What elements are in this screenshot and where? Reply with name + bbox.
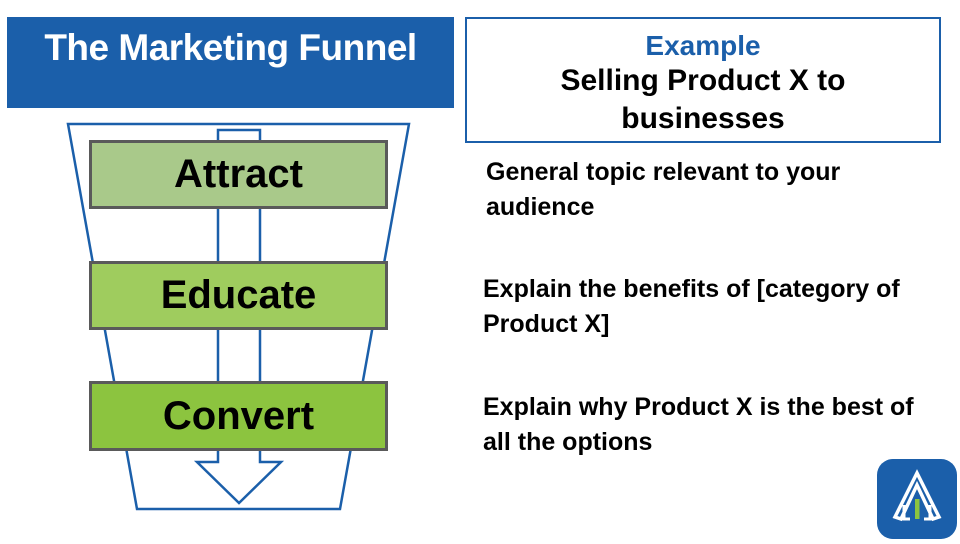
example-box: Example Selling Product X to businesses: [465, 17, 941, 143]
slide-title: The Marketing Funnel: [44, 27, 417, 68]
example-text: Selling Product X to businesses: [560, 64, 846, 135]
stage-attract: Attract: [89, 140, 388, 209]
stage-convert-description: Explain why Product X is the best of all…: [483, 393, 914, 456]
stage-educate-description: Explain the benefits of [category of Pro…: [483, 275, 900, 338]
arrow-chart-logo-icon: [877, 459, 957, 539]
stage-attract-description: General topic relevant to your audience: [486, 158, 841, 221]
slide-title-banner: The Marketing Funnel: [7, 17, 454, 108]
stage-educate-label: Educate: [160, 273, 317, 317]
stage-attract-label: Attract: [174, 152, 303, 196]
stage-convert: Convert: [89, 381, 388, 451]
stage-convert-label: Convert: [162, 393, 315, 438]
stage-educate: Educate: [89, 261, 388, 330]
example-label: Example: [645, 30, 761, 61]
